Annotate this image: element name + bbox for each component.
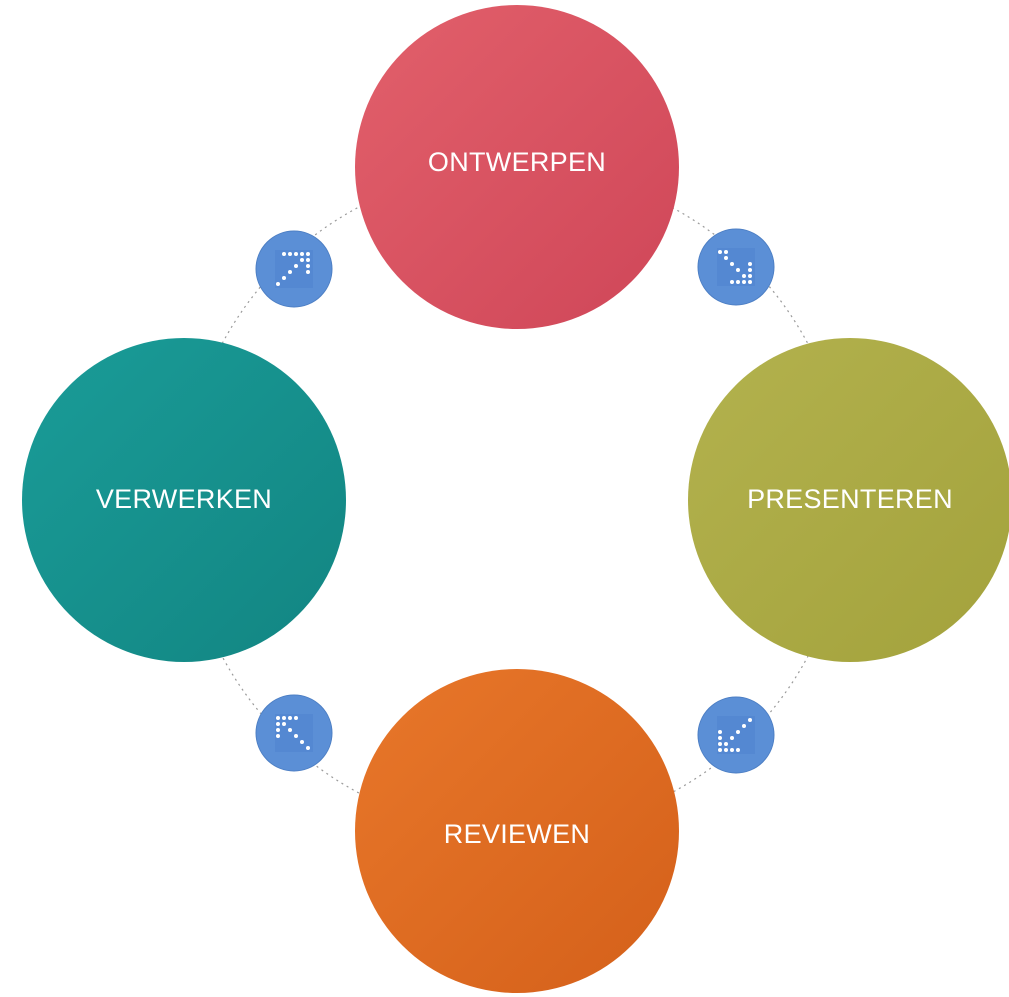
stage-label: REVIEWEN [444, 819, 590, 849]
stage-circle [688, 338, 1009, 662]
arrow-down-left-icon [718, 718, 752, 752]
stage-circle [355, 5, 679, 329]
stage-label: PRESENTEREN [747, 484, 953, 514]
stage-label: VERWERKEN [96, 484, 272, 514]
stage-presenteren: PRESENTEREN [688, 338, 1009, 662]
stage-reviewen: REVIEWEN [355, 669, 679, 993]
stage-circle [355, 669, 679, 993]
arrow-up-left-icon [276, 716, 310, 750]
connector-verwerken-to-ontwerpen [255, 230, 333, 308]
arrow-up-right-icon [276, 252, 310, 286]
stage-ontwerpen: ONTWERPEN [355, 5, 679, 329]
arrow-down-right-icon [718, 250, 752, 284]
connector-ontwerpen-to-presenteren [697, 228, 775, 306]
stage-verwerken: VERWERKEN [22, 338, 346, 662]
stage-label: ONTWERPEN [428, 147, 606, 177]
connector-presenteren-to-reviewen [697, 696, 775, 774]
stage-circle [22, 338, 346, 662]
connector-reviewen-to-verwerken [255, 694, 333, 772]
